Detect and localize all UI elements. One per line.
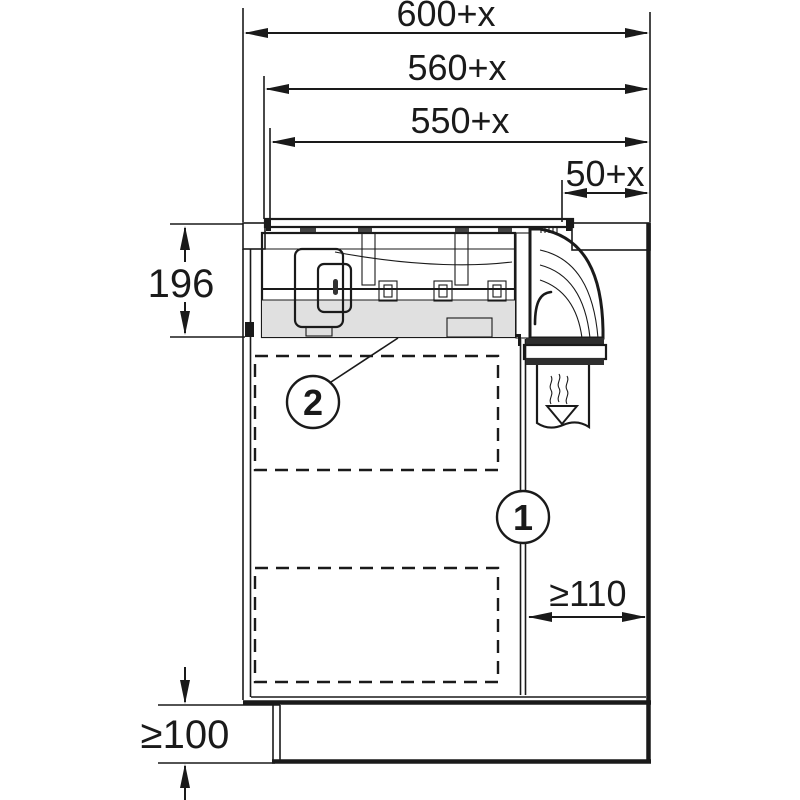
callout-2-circle [285,374,341,430]
dim-min110-label: ≥110 [549,573,626,614]
hanger-strap [361,232,376,286]
dim-550x-label: 550+x [410,100,509,141]
callout-1-circle [495,489,551,545]
airflow-down-arrow [544,373,580,426]
housing-panel [446,317,493,338]
dimension-600x: 600+x [244,0,649,38]
rail-clamp [487,280,507,302]
wall-bracket [245,322,254,337]
dimension-550x: 550+x [271,100,649,147]
callout-1: 1 [495,489,551,545]
callout-2-leader [330,337,399,383]
dimension-560x: 560+x [265,47,649,94]
callout-2-label: 2 [303,382,323,423]
filter-edge [334,251,513,266]
duct-down [535,365,591,430]
dimension-min100: ≥100 [141,667,230,800]
duct-side-wall [515,232,531,339]
extension-lines [158,8,651,764]
dim-min100-label: ≥100 [141,713,230,757]
dim-560x-label: 560+x [407,47,506,88]
cabinet-structure [242,222,651,764]
worktop-left [242,222,266,250]
cooktop-glass [263,217,575,231]
clearance-zone-lower [253,566,500,684]
rail-clamp [378,280,398,302]
dim-196-label: 196 [148,262,215,306]
dimension-50x: 50+x [563,153,649,198]
worktop-right [571,222,651,251]
elbow-inner-radius [533,290,553,326]
motor-slot [333,279,338,295]
duct-assembly [515,227,608,430]
duct-elbow [528,227,605,340]
rail-clamp [433,280,453,302]
clearance-zone-upper [253,354,500,472]
callout-2: 2 [285,337,399,430]
hanger-strap [454,232,469,286]
dim-600x-label: 600+x [396,0,495,34]
blower-motor-box [293,247,380,337]
dimension-196: 196 [148,226,215,335]
dimension-min110: ≥110 [528,573,646,622]
duct-flange [522,338,608,365]
extractor-housing [260,226,558,339]
callout-1-label: 1 [513,497,533,538]
dim-50x-label: 50+x [565,153,644,194]
